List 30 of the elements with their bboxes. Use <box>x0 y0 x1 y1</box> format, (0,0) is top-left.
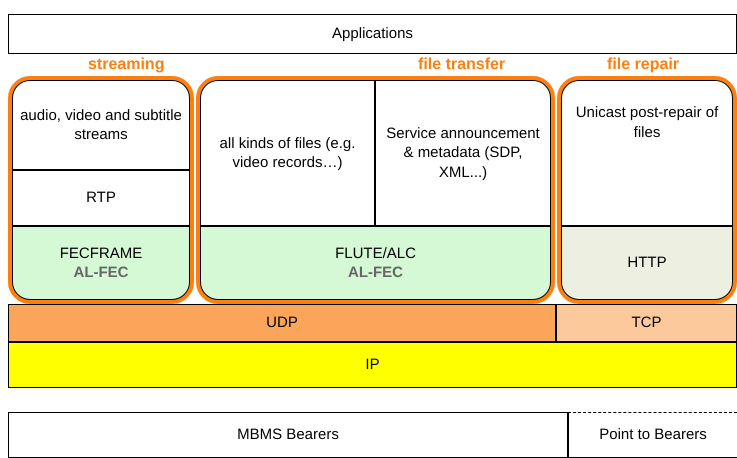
protocol-layer-box <box>568 412 737 458</box>
protocol-layer-box <box>8 304 556 342</box>
protocol-layer-box <box>12 170 190 226</box>
sub-label: AL-FEC <box>348 263 403 282</box>
layer-label: RTP <box>86 188 116 208</box>
layer-label: UDP <box>266 313 298 333</box>
layer-label: Unicast post-repair of files <box>574 103 720 142</box>
protocol-layer-box <box>12 80 190 170</box>
protocol-layer-box <box>556 304 737 342</box>
sub-label: AL-FEC <box>74 263 128 282</box>
protocol-layer-box <box>8 342 737 388</box>
layer-label: IP <box>365 355 380 375</box>
layer-label: FLUTE/ALC <box>335 244 416 263</box>
protocol-layer-box <box>375 80 551 226</box>
layer-label: Point to Bearers <box>599 425 707 445</box>
layer-label: audio, video and subtitle streams <box>19 106 183 144</box>
protocol-layer-box <box>8 14 737 54</box>
protocol-layer-box <box>8 412 568 458</box>
layer-label: all kinds of files (e.g. video records…) <box>218 134 356 172</box>
layer-label: HTTP <box>627 253 667 273</box>
protocol-layer-box <box>561 80 733 226</box>
layer-label: FECFRAME <box>60 244 142 263</box>
layer-label: Service announcement & metadata (SDP, XML...) <box>385 124 541 182</box>
protocol-layer-box <box>200 226 551 300</box>
protocol-layer-box <box>12 226 190 300</box>
layer-label: Applications <box>332 24 413 44</box>
layer-label: MBMS Bearers <box>237 425 339 445</box>
protocol-layer-box <box>561 226 733 300</box>
protocol-layer-box <box>200 80 375 226</box>
layer-label: TCP <box>632 313 662 333</box>
